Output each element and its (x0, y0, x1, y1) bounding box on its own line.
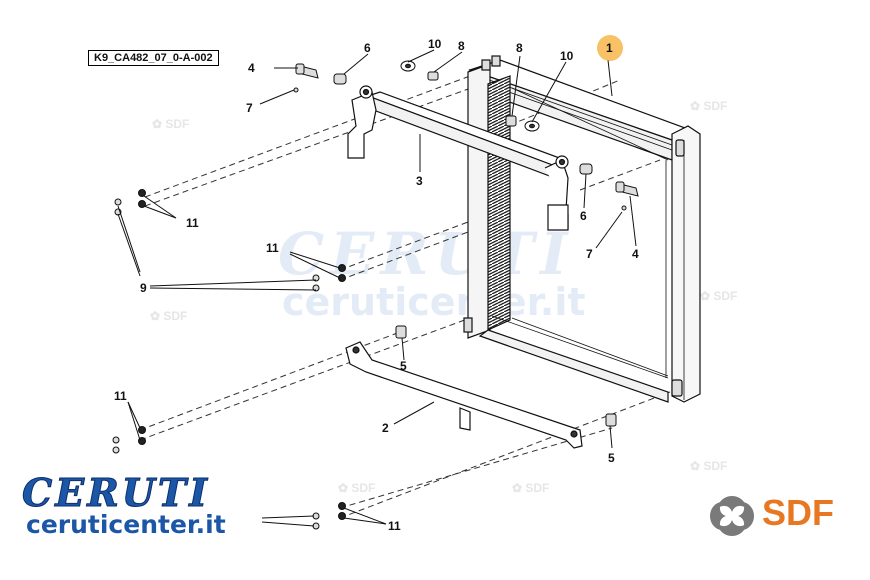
part-1-highlight (597, 35, 623, 61)
upper-crossbar (347, 85, 569, 231)
callout-4-right[interactable]: 4 (632, 247, 639, 261)
svg-text:✿ SDF: ✿ SDF (690, 99, 727, 113)
svg-text:✿ SDF: ✿ SDF (700, 289, 737, 303)
sdf-watermark-marks: ✿ SDF ✿ SDF ✿ SDF ✿ SDF ✿ SDF ✿ SDF ✿ SD… (150, 99, 737, 495)
callout-7-left[interactable]: 7 (246, 101, 253, 115)
svg-text:✿ SDF: ✿ SDF (338, 481, 375, 495)
callout-11-c[interactable]: 11 (114, 389, 127, 403)
callout-5-left[interactable]: 5 (400, 359, 407, 373)
svg-text:✿ SDF: ✿ SDF (150, 309, 187, 323)
callout-3[interactable]: 3 (416, 174, 423, 188)
sdf-logo-icon (710, 496, 754, 536)
callout-11-a[interactable]: 11 (186, 216, 199, 230)
callout-8-top[interactable]: 8 (458, 39, 465, 53)
ceruti-logo: CERUTI (22, 470, 210, 516)
svg-text:✿ SDF: ✿ SDF (690, 459, 727, 473)
callout-2[interactable]: 2 (382, 421, 389, 435)
reference-code: K9_CA482_07_0-A-002 (88, 50, 219, 66)
fasteners (112, 60, 639, 530)
svg-text:✿ SDF: ✿ SDF (512, 481, 549, 495)
callout-11-d[interactable]: 11 (388, 519, 401, 533)
callout-4-left[interactable]: 4 (248, 61, 255, 75)
callout-8-right[interactable]: 8 (516, 41, 523, 55)
callout-1[interactable]: 1 (606, 41, 613, 55)
ceruti-url: ceruticenter.it (26, 510, 226, 539)
svg-text:✿ SDF: ✿ SDF (152, 117, 189, 131)
callout-6-right[interactable]: 6 (580, 209, 587, 223)
callout-10-top[interactable]: 10 (428, 37, 442, 51)
lower-bracket (345, 341, 583, 449)
leader-lines (117, 49, 637, 527)
callout-10-right[interactable]: 10 (560, 49, 574, 63)
callout-7-right[interactable]: 7 (586, 247, 593, 261)
callout-5-right[interactable]: 5 (608, 451, 615, 465)
watermark-url: ceruticenter.it (282, 280, 586, 324)
callout-9[interactable]: 9 (140, 281, 147, 295)
assembly-dashed-lines (139, 75, 671, 519)
sdf-logo-text: SDF (762, 492, 834, 533)
callout-6-left[interactable]: 6 (364, 41, 371, 55)
radiator-assembly (463, 55, 701, 403)
callout-numbers[interactable]: 1 2 3 4 4 5 5 6 6 7 7 8 8 9 10 10 11 11 … (114, 37, 639, 533)
callout-11-b[interactable]: 11 (266, 241, 279, 255)
watermark-brand: CERUTI (278, 220, 574, 288)
